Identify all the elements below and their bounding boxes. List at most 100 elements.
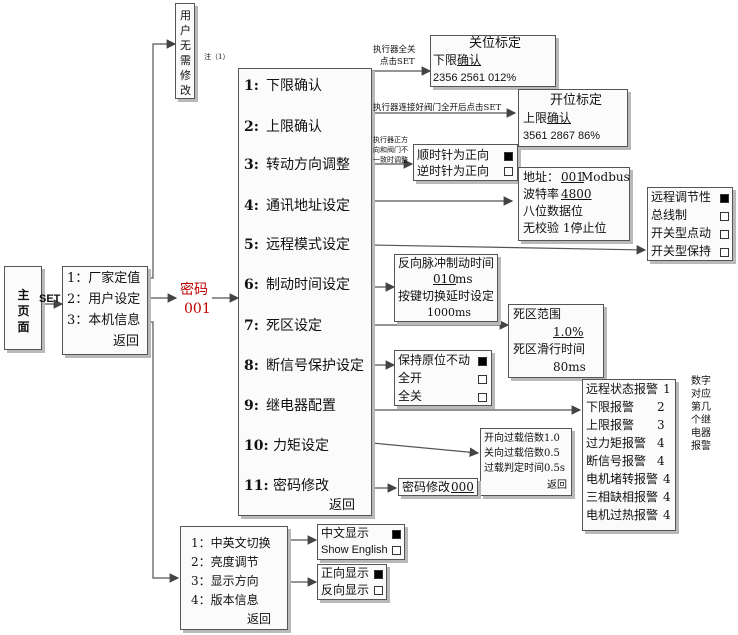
relay-item-1: 远程状态报警 <box>586 382 659 396</box>
item-label: 远程模式设定 <box>266 237 350 253</box>
open-calib-values: 3561 2867 86% <box>523 130 601 142</box>
relay-value-6[interactable]: 4 <box>663 472 671 486</box>
display-option-reverse[interactable]: 反向显示 <box>321 583 370 597</box>
relay-value-7[interactable]: 4 <box>663 490 671 504</box>
comm-baud-label: 波特率 <box>523 187 560 201</box>
main-menu: 1：厂家定值 2：用户设定 3：本机信息 返回 <box>62 266 148 355</box>
main-menu-item-info[interactable]: 3：本机信息 <box>67 313 141 328</box>
checkbox-checked-icon[interactable] <box>478 357 487 366</box>
close-note-2: 点击SET <box>380 57 415 67</box>
signal-option-1[interactable]: 保持原位不动 <box>398 353 471 367</box>
display-option-forward[interactable]: 正向显示 <box>321 566 370 580</box>
comm-address-label: 地址： <box>523 170 560 184</box>
checkbox-empty-icon[interactable] <box>478 375 487 384</box>
comm-box: 地址： 001 Modbus 波特率 4800 八位数据位 无校验 1停止位 <box>518 167 630 241</box>
relay-item-8: 电机过热报警 <box>586 508 659 522</box>
checkbox-checked-icon[interactable] <box>720 194 729 203</box>
item-label: 密码修改 <box>273 478 329 494</box>
checkbox-empty-icon[interactable] <box>720 230 729 239</box>
main-menu-item-factory[interactable]: 1：厂家定值 <box>67 271 141 286</box>
relay-item-7: 三相缺相报警 <box>586 490 659 504</box>
remote-option-2[interactable]: 总线制 <box>651 208 688 222</box>
item-num: 2: <box>244 119 259 135</box>
direction-option-ccw[interactable]: 逆时针为正向 <box>417 164 490 178</box>
item-num: 9: <box>244 398 259 414</box>
note-1: 注（1） <box>204 53 230 61</box>
brake-value2[interactable]: 1000ms <box>427 306 472 319</box>
deadband-value[interactable]: 1.0% <box>553 325 584 339</box>
main-menu-back[interactable]: 返回 <box>113 334 140 349</box>
remote-option-1[interactable]: 远程调节性 <box>651 190 712 204</box>
open-calib-confirm[interactable]: 确认 <box>547 111 572 125</box>
torque-line-3[interactable]: 过载判定时间0.5s <box>484 463 566 474</box>
item-num: 3: <box>244 157 259 173</box>
item-label: 力矩设定 <box>273 438 329 454</box>
brake-value1[interactable]: 010 <box>433 272 456 286</box>
factory-menu: 1:下限确认 2:上限确认 3:转动方向调整 4:通讯地址设定 5:远程模式设定… <box>238 68 372 516</box>
settings-back[interactable]: 返回 <box>247 612 272 626</box>
item-num: 6: <box>244 277 259 293</box>
relay-item-3: 上限报警 <box>586 418 635 432</box>
home-page-box[interactable]: 主页面 <box>4 266 42 350</box>
checkbox-empty-icon[interactable] <box>374 586 383 595</box>
open-calib-title: 开位标定 <box>550 93 603 108</box>
torque-back[interactable]: 返回 <box>547 480 567 491</box>
relay-item-6: 电机堵转报警 <box>586 472 659 486</box>
checkbox-empty-icon[interactable] <box>720 248 729 257</box>
password-change-value[interactable]: 000 <box>451 480 474 494</box>
item-label: 转动方向调整 <box>266 157 350 173</box>
relay-box: 远程状态报警 1 下限报警 2 上限报警 3 过力矩报警 4 断信号报警 4 电… <box>582 379 676 531</box>
settings-item-brightness[interactable]: 2：亮度调节 <box>191 555 259 569</box>
direction-note-1: 执行器正方 <box>373 136 408 144</box>
open-note: 执行器连接好阀门全开后点击SET <box>373 103 502 113</box>
comm-baud-value[interactable]: 4800 <box>561 187 592 201</box>
password-change-label: 密码修改 <box>402 480 451 494</box>
relay-value-3[interactable]: 3 <box>657 418 665 432</box>
settings-item-version[interactable]: 4：版本信息 <box>191 593 259 607</box>
checkbox-empty-icon[interactable] <box>392 546 401 555</box>
relay-value-5[interactable]: 4 <box>657 454 665 468</box>
direction-note-3: 一致时调整 <box>373 156 408 164</box>
item-label: 死区设定 <box>266 318 322 334</box>
item-num: 10: <box>244 438 269 454</box>
torque-line-1[interactable]: 开向过载倍数1.0 <box>484 433 560 444</box>
relay-value-1[interactable]: 1 <box>663 382 671 396</box>
main-menu-item-user[interactable]: 2：用户设定 <box>67 292 141 307</box>
close-calib-values: 2356 2561 012% <box>433 72 517 84</box>
comm-data-bits: 八位数据位 <box>523 204 584 218</box>
settings-item-language[interactable]: 1：中英文切换 <box>191 536 271 550</box>
remote-option-4[interactable]: 开关型保持 <box>651 244 712 258</box>
settings-item-direction[interactable]: 3：显示方向 <box>191 574 259 588</box>
factory-menu-back[interactable]: 返回 <box>329 498 356 513</box>
direction-option-cw[interactable]: 顺时针为正向 <box>417 148 490 162</box>
signal-option-3[interactable]: 全关 <box>398 389 423 403</box>
checkbox-empty-icon[interactable] <box>504 167 513 176</box>
deadband-title: 死区范围 <box>513 307 562 321</box>
checkbox-checked-icon[interactable] <box>504 152 513 161</box>
relay-item-5: 断信号报警 <box>586 454 647 468</box>
relay-value-2[interactable]: 2 <box>657 400 665 414</box>
close-calib-confirm[interactable]: 确认 <box>457 53 482 67</box>
comm-protocol: Modbus <box>581 170 630 184</box>
remote-option-3[interactable]: 开关型点动 <box>651 226 712 240</box>
relay-value-8[interactable]: 4 <box>663 508 671 522</box>
relay-value-4[interactable]: 4 <box>657 436 665 450</box>
open-calib-line1-prefix: 上限 <box>523 111 548 125</box>
deadband-value2[interactable]: 80ms <box>553 360 586 374</box>
brake-line2: 按键切换延时设定 <box>398 289 495 303</box>
checkbox-checked-icon[interactable] <box>392 530 401 539</box>
comm-address-value[interactable]: 001 <box>561 170 584 184</box>
item-label: 下限确认 <box>266 78 322 94</box>
language-box: 中文显示 Show English <box>317 524 405 560</box>
language-option-english[interactable]: Show English <box>321 544 388 556</box>
checkbox-empty-icon[interactable] <box>478 393 487 402</box>
checkbox-checked-icon[interactable] <box>374 570 383 579</box>
torque-line-2[interactable]: 关向过载倍数0.5 <box>484 448 560 459</box>
language-option-chinese[interactable]: 中文显示 <box>321 526 370 540</box>
brake-unit1: ms <box>455 272 473 286</box>
password-value[interactable]: 001 <box>184 301 211 317</box>
item-label: 断信号保护设定 <box>266 358 364 374</box>
signal-option-2[interactable]: 全开 <box>398 371 423 385</box>
item-num: 8: <box>244 358 259 374</box>
checkbox-empty-icon[interactable] <box>720 212 729 221</box>
